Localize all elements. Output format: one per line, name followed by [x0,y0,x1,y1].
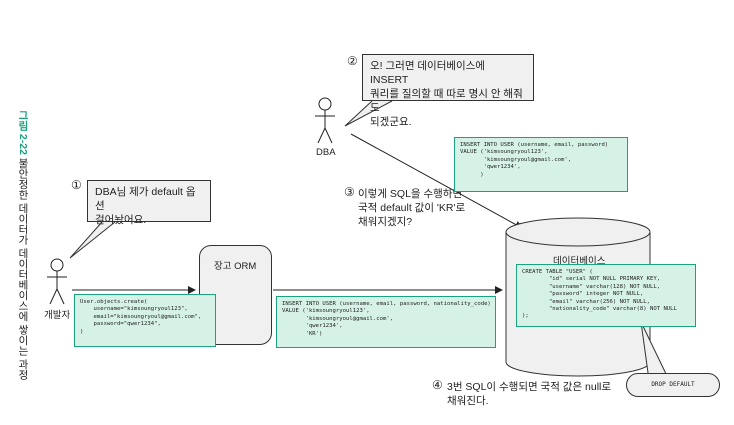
developer-label: 개발자 [44,310,71,321]
dba-label: DBA [316,147,336,158]
step3-note: 이렇게 SQL을 수행하면 국적 default 값이 'KR'로 채워지겠지? [358,188,466,228]
developer-bubble-tail [69,221,116,259]
dba-to-db-arrow [350,133,523,229]
dba-bubble-tail [344,100,393,127]
database-label: 데이터베이스 [553,256,606,267]
developer-speech-bubble: DBA님 제가 default 옵션 걸어놨어요. [87,180,211,226]
figure-number: 그림 2-22 [17,110,29,155]
django-orm-label: 장고 ORM [214,261,257,272]
step3-marker: ③ [344,185,355,199]
insert-with-nationality-code: INSERT INTO USER (username, email, passw… [276,296,496,348]
dba-figure [315,97,335,144]
create-table-code: CREATE TABLE "USER" ( "id" serial NOT NU… [516,264,696,327]
figure-title: 불안정한 데이터가 데이터베이스에 쌓이는 과정 [17,157,29,380]
step2-marker: ② [347,54,358,68]
step1-marker: ① [71,178,82,192]
figure-caption: 그림 2-22 불안정한 데이터가 데이터베이스에 쌓이는 과정 [4,110,30,380]
dba-speech-bubble: 오! 그러면 데이터베이스에 INSERT 쿼리를 질의할 때 따로 명시 안 … [362,54,534,128]
drop-default-pointer [640,321,669,381]
insert-without-nationality-code: INSERT INTO USER (username, email, passw… [454,137,628,192]
orm-create-code: User.objects.create( username="kimsoungr… [74,294,216,347]
step4-note: 3번 SQL이 수행되면 국적 값은 null로 채워진다. [447,381,612,407]
drop-default-label: DROP DEFAULT [626,373,720,397]
developer-figure [47,258,67,305]
step4-marker: ④ [432,378,443,392]
